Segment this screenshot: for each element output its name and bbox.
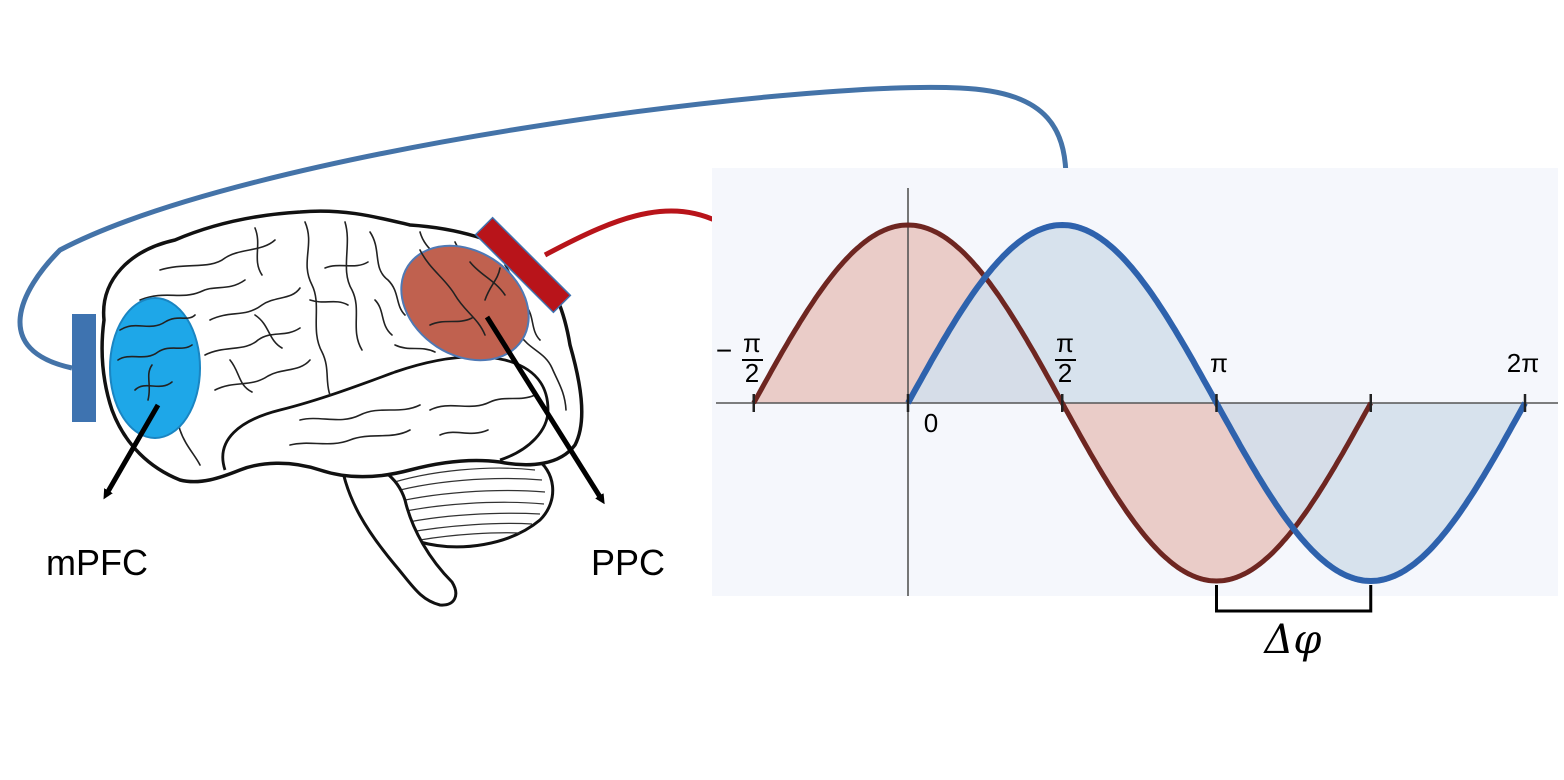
tick-denominator: 2 [745,358,759,388]
phase-difference-bracket [1215,585,1373,613]
ppc-pointer-arrow [484,315,605,505]
tick-minus-sign: − [716,335,732,366]
mpfc-region [109,297,201,439]
brainstem [338,453,458,607]
tick-denominator: 2 [1058,358,1072,388]
mpfc-to-wave-connector [17,84,1069,371]
mpfc-region-sulci [117,314,196,401]
ppc-electrode [474,216,572,314]
tick-label-two-pi: 2π [1507,348,1539,378]
tick-label-half-pi: π 2 [1055,328,1076,388]
ppc-region-sulci [419,249,506,336]
tick-numerator: π [743,328,761,358]
tick-label-zero: 0 [924,408,938,438]
phase-difference-label: Δφ [1263,617,1322,663]
tick-label-minus-half-pi: − π 2 [716,328,763,388]
tick-numerator: π [1056,328,1074,358]
mpfc-pointer-arrow [103,403,161,500]
tick-marks [752,394,1527,412]
ppc-label: PPC [591,542,665,583]
mpfc-electrode [72,314,96,422]
tick-label-pi: π [1210,348,1228,378]
mpfc-label: mPFC [46,542,148,583]
wave-panel: − π 2 0 π 2 π 2π Δφ [712,168,1558,663]
